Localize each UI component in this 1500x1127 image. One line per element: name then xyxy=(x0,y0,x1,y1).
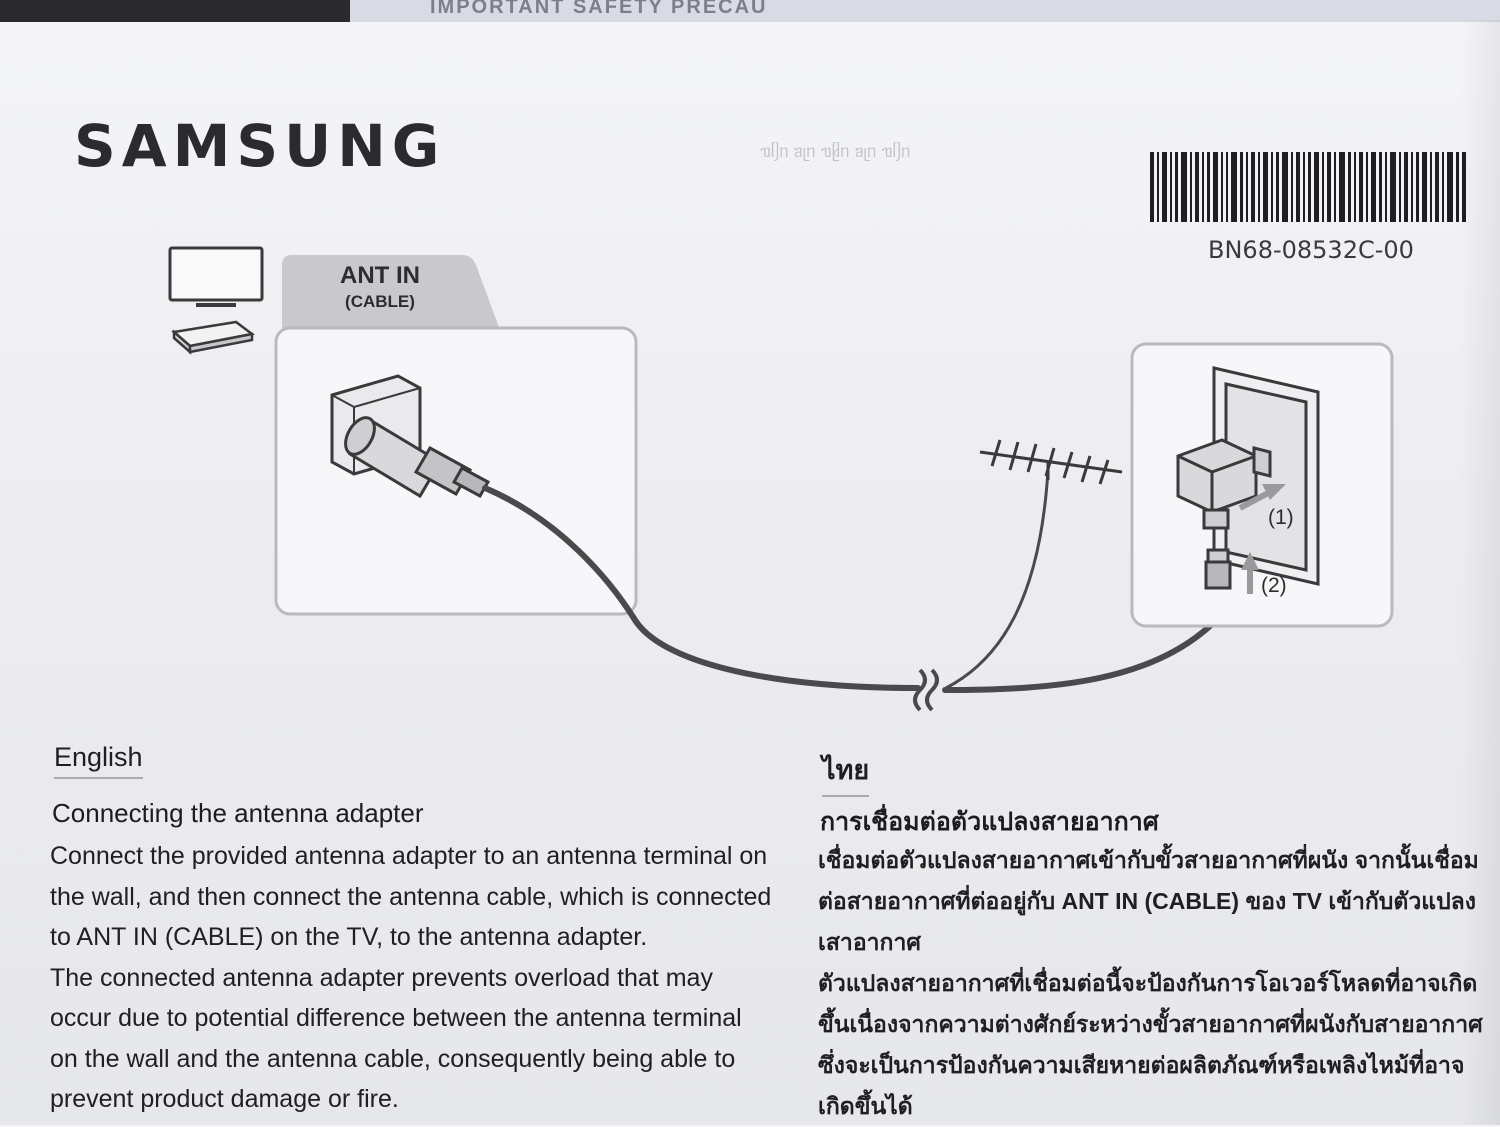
arrow-step-1-icon xyxy=(1238,484,1286,511)
thai-line: ขึ้นเนื่องจากความต่างศักย์ระหว่างขั้วสาย… xyxy=(818,1011,1483,1037)
aerial-icon xyxy=(979,439,1123,485)
step-2-label: (2) xyxy=(1261,574,1287,597)
top-strip-text: IMPORTANT SAFETY PRECAU xyxy=(430,0,768,18)
english-line: occur due to potential difference betwee… xyxy=(50,1004,742,1032)
port-label-line1: ANT IN xyxy=(340,262,420,289)
port-label-line2: (CABLE) xyxy=(345,292,415,311)
thai-line: ซึ่งจะเป็นการป้องกันความเสียหายต่อผลิตภั… xyxy=(818,1052,1465,1078)
thai-body: เชื่อมต่อตัวแปลงสายอากาศเข้ากับขั้วสายอา… xyxy=(818,840,1483,1127)
thai-section-title: การเชื่อมต่อตัวแปลงสายอากาศ xyxy=(820,808,1159,836)
english-line: Connect the provided antenna adapter to … xyxy=(50,842,768,870)
english-heading: English xyxy=(54,742,143,779)
connection-diagram xyxy=(168,246,1394,712)
page-edge-shadow xyxy=(1460,20,1500,1125)
tv-icon xyxy=(168,246,264,307)
cable-plug xyxy=(1204,548,1232,590)
english-line: the wall, and then connect the antenna c… xyxy=(50,882,772,911)
english-line: on the wall and the antenna cable, conse… xyxy=(50,1044,736,1073)
antenna-cable xyxy=(482,485,921,691)
step-1-label: (1) xyxy=(1268,506,1294,529)
thai-line: เสาอากาศ xyxy=(818,929,921,955)
top-strip: IMPORTANT SAFETY PRECAU xyxy=(0,0,1500,22)
english-section-title: Connecting the antenna adapter xyxy=(52,798,424,828)
samsung-logo: SAMSUNG xyxy=(74,112,446,180)
barcode xyxy=(1150,152,1466,222)
thai-line: ตัวแปลงสายอากาศที่เชื่อมต่อนี้จะป้องกันก… xyxy=(818,970,1478,996)
english-body: Connect the provided antenna adapter to … xyxy=(50,836,771,1120)
part-number: BN68-08532C-00 xyxy=(1208,236,1414,264)
set-top-box-icon xyxy=(171,320,256,355)
cable-break-mark xyxy=(913,668,939,712)
antenna-adapter xyxy=(1176,438,1272,530)
thai-line: เกิดขึ้นได้ xyxy=(818,1093,913,1119)
arrow-step-2-icon xyxy=(1241,552,1259,594)
coax-connector xyxy=(344,416,491,499)
english-line: to ANT IN (CABLE) on the TV, to the ante… xyxy=(50,923,648,951)
aerial-feed-line xyxy=(945,469,1050,690)
thai-line: เชื่อมต่อตัวแปลงสายอากาศเข้ากับขั้วสายอา… xyxy=(818,847,1479,873)
english-line: prevent product damage or fire. xyxy=(50,1085,399,1113)
bleed-through-left: ᥓᥦᥒ ᥑᥨᥒ ᥓᥪᥒ ᥑᥨᥒ ᥓᥦᥒ xyxy=(760,142,911,162)
thai-heading: ไทย xyxy=(822,748,870,797)
ant-in-label: ANT IN (CABLE) xyxy=(300,262,460,312)
ant-in-tab xyxy=(282,255,500,330)
thai-line: ต่อสายอากาศที่ต่ออยู่กับ ANT IN (CABLE) … xyxy=(818,888,1477,914)
english-line: The connected antenna adapter prevents o… xyxy=(50,963,713,992)
